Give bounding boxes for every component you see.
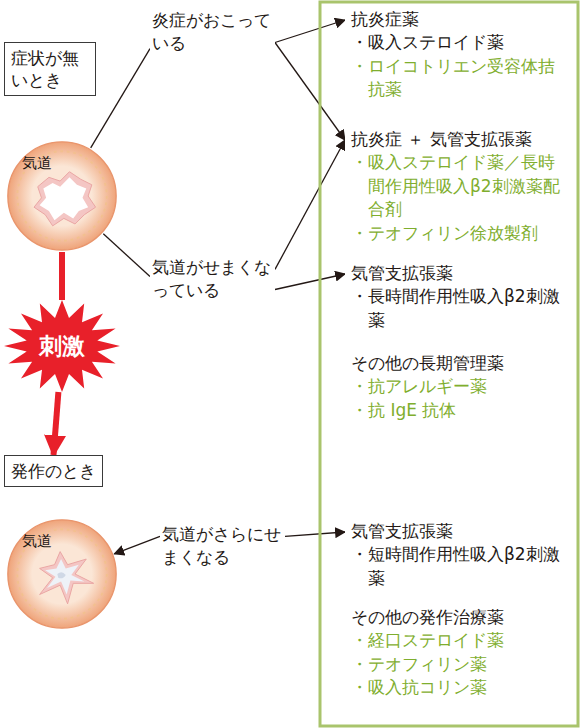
drug-item: ・長時間作用性吸入β2刺激薬 xyxy=(351,285,565,332)
condition-text: 気道がさらにせまくなる xyxy=(160,522,285,570)
airway-ring xyxy=(17,151,107,241)
node-text: 症状が無いとき xyxy=(11,47,89,91)
condition-text: 炎症がおこっている xyxy=(150,8,275,56)
connector xyxy=(114,536,160,554)
node-text: 気道がさらにせまくなる xyxy=(162,523,283,569)
mucus xyxy=(57,572,65,578)
airway-section: 気道 xyxy=(6,140,118,252)
connector xyxy=(275,140,345,269)
drug-group: 気管支拡張薬・短時間作用性吸入β2刺激薬 xyxy=(345,520,569,590)
stimulus-burst: 刺激 xyxy=(4,300,120,392)
drug-item: ・吸入抗コリン薬 xyxy=(351,676,565,699)
drug-item: ・抗アレルギー薬 xyxy=(351,375,565,398)
state-box: 発作のとき xyxy=(4,455,103,487)
drug-item: ・テオフィリン薬 xyxy=(351,653,565,676)
connector xyxy=(91,49,150,148)
drug-item: ・吸入ステロイド薬 xyxy=(351,31,565,54)
drug-item: ・吸入ステロイド薬／長時間作用性吸入β2刺激薬配合剤 xyxy=(351,151,565,221)
airway-section: 気道 xyxy=(6,518,118,630)
drug-item: ・短時間作用性吸入β2刺激薬 xyxy=(351,543,565,590)
drug-panel xyxy=(320,2,578,726)
drug-group: その他の発作治療薬・経口ステロイド薬・テオフィリン薬・吸入抗コリン薬 xyxy=(345,606,569,700)
drug-item: ・ロイコトリエン受容体拮抗薬 xyxy=(351,55,565,102)
drug-group: 抗炎症 ＋ 気管支拡張薬・吸入ステロイド薬／長時間作用性吸入β2刺激薬配合剤・テ… xyxy=(345,128,569,245)
drug-item: ・抗 IgE 抗体 xyxy=(351,399,565,422)
group-heading: 気管支拡張薬 xyxy=(351,520,565,543)
drug-item: ・テオフィリン徐放製剤 xyxy=(351,222,565,245)
connector xyxy=(275,20,345,43)
connector xyxy=(275,274,345,290)
group-heading: その他の長期管理薬 xyxy=(351,352,565,375)
connector xyxy=(275,43,345,141)
airway-wall xyxy=(8,520,116,628)
lumen xyxy=(40,177,89,220)
node-text: 炎症がおこっている xyxy=(152,9,273,55)
connector xyxy=(103,234,150,277)
group-heading: 抗炎症薬 xyxy=(351,8,565,31)
group-heading: その他の発作治療薬 xyxy=(351,606,565,629)
connector xyxy=(285,532,345,536)
node-text: 気道がせまくなっている xyxy=(152,256,273,302)
label: 気道 xyxy=(22,532,52,551)
drug-group: その他の長期管理薬・抗アレルギー薬・抗 IgE 抗体 xyxy=(345,352,569,422)
state-box: 症状が無いとき xyxy=(4,42,96,96)
stimulus-arrow xyxy=(54,392,59,455)
drug-group: 気管支拡張薬・長時間作用性吸入β2刺激薬 xyxy=(345,262,569,332)
label: 刺激 xyxy=(39,331,85,362)
airway-wall xyxy=(8,142,116,250)
mucosa xyxy=(40,552,94,604)
condition-text: 気道がせまくなっている xyxy=(150,255,275,303)
drug-group: 抗炎症薬・吸入ステロイド薬・ロイコトリエン受容体拮抗薬 xyxy=(345,8,569,102)
group-heading: 抗炎症 ＋ 気管支拡張薬 xyxy=(351,128,565,151)
burst-shape xyxy=(4,300,120,392)
label: 気道 xyxy=(22,154,52,173)
lumen xyxy=(45,559,84,594)
mucosa xyxy=(34,172,96,226)
node-text: 発作のとき xyxy=(11,460,96,482)
airway-ring xyxy=(17,529,107,619)
drug-item: ・経口ステロイド薬 xyxy=(351,629,565,652)
stimulus-arrow xyxy=(59,252,65,300)
group-heading: 気管支拡張薬 xyxy=(351,262,565,285)
